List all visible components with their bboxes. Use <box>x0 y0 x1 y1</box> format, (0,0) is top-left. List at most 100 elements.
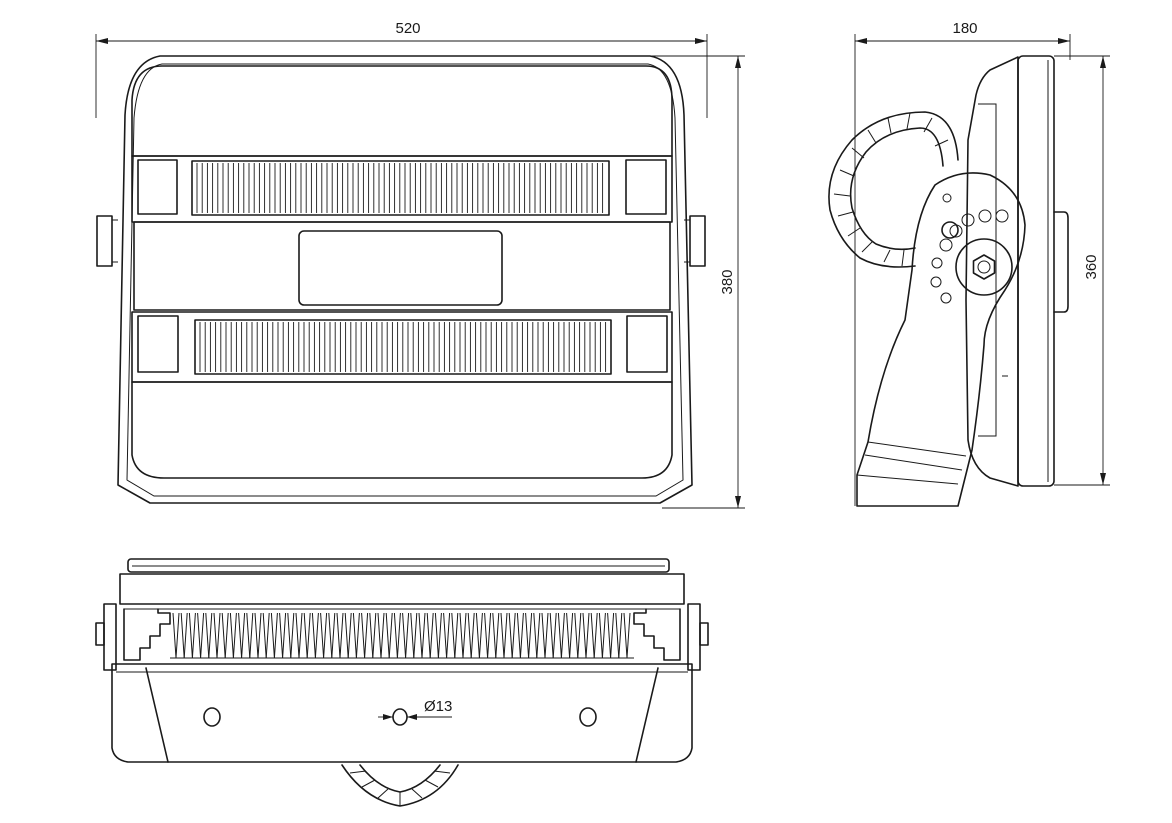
fin-line <box>388 612 393 659</box>
fin-line <box>402 612 407 659</box>
fin-line <box>290 612 295 659</box>
fin-line <box>208 612 213 659</box>
fin-line <box>446 612 451 659</box>
fin-line <box>287 612 292 659</box>
fin-line <box>352 612 357 659</box>
bottom-right-bracket <box>687 603 701 671</box>
fin-line <box>516 612 521 659</box>
fin-line <box>254 612 259 659</box>
fin-line <box>626 612 631 659</box>
fin-line <box>451 612 456 659</box>
fin-line <box>377 788 389 799</box>
fin-line <box>364 612 369 659</box>
fin-line <box>528 612 533 659</box>
fin-line <box>246 612 251 659</box>
fin-line <box>574 612 579 659</box>
fin-line <box>336 612 341 659</box>
fin-line <box>833 193 851 197</box>
bottom-view <box>95 558 709 807</box>
side-height-dimension: 360 <box>1054 55 1110 486</box>
fin-line <box>295 612 300 659</box>
fin-line <box>344 612 349 659</box>
front-height-label: 380 <box>719 269 736 294</box>
fin-line <box>459 612 464 659</box>
left-side-bracket <box>96 215 113 267</box>
fin-line <box>421 612 426 659</box>
bottom-frame-lip <box>119 573 685 605</box>
fin-line <box>934 139 949 147</box>
fin-line <box>508 612 513 659</box>
fin-line <box>372 612 377 659</box>
fin-line <box>511 612 516 659</box>
fin-line <box>552 612 557 659</box>
fin-line <box>377 612 382 659</box>
fin-line <box>593 612 598 659</box>
fin-line <box>601 612 606 659</box>
fin-line <box>191 612 196 659</box>
pivot-bolt-hex <box>972 254 996 280</box>
fin-line <box>618 612 623 659</box>
fin-line <box>475 612 480 659</box>
fin-line <box>426 612 431 659</box>
fin-line <box>582 612 587 659</box>
front-outer-body <box>117 55 693 504</box>
fin-line <box>577 612 582 659</box>
upper-fin-array <box>191 160 610 216</box>
fin-line <box>361 612 366 659</box>
bottom-cable-bands <box>349 770 451 806</box>
front-view <box>96 55 706 504</box>
side-rear-knob <box>1053 211 1069 313</box>
right-mount-hole <box>579 707 597 727</box>
lower-left-block <box>137 315 179 373</box>
fin-line <box>273 612 278 659</box>
fin-line <box>590 612 595 659</box>
fin-line <box>429 612 434 659</box>
fin-line <box>249 612 254 659</box>
lower-fin-array <box>194 319 612 375</box>
fin-line <box>175 612 180 659</box>
lower-heatsink-band <box>131 311 673 383</box>
fin-line <box>188 612 193 659</box>
fin-line <box>355 612 360 659</box>
fin-line <box>311 612 316 659</box>
side-depth-dimension: 180 <box>854 20 1071 506</box>
fin-line <box>541 612 546 659</box>
fin-line <box>901 249 905 267</box>
fin-line <box>405 612 410 659</box>
fin-line <box>413 612 418 659</box>
fin-line <box>224 612 229 659</box>
fin-line <box>598 612 603 659</box>
fin-line <box>380 612 385 659</box>
fin-line <box>839 169 855 177</box>
side-cable-inner <box>849 127 944 251</box>
fin-line <box>847 227 861 237</box>
fin-line <box>470 612 475 659</box>
fin-line <box>883 249 891 263</box>
mounting-bracket <box>856 172 1026 507</box>
side-back-housing <box>965 56 1019 487</box>
fin-line <box>525 612 530 659</box>
fin-line <box>369 612 374 659</box>
fin-line <box>467 612 472 659</box>
fin-line <box>197 612 202 659</box>
fin-line <box>837 211 854 217</box>
bottom-right-stepped-corner <box>633 608 681 661</box>
fin-line <box>533 612 538 659</box>
fin-line <box>331 612 336 659</box>
left-mount-hole <box>203 707 221 727</box>
fin-line <box>569 612 574 659</box>
upper-fins <box>196 163 604 213</box>
pivot-boss <box>955 238 1013 296</box>
fin-line <box>923 117 933 133</box>
fin-line <box>200 612 205 659</box>
fin-line <box>437 612 442 659</box>
fin-line <box>433 770 451 774</box>
bottom-top-lens <box>127 558 670 573</box>
fin-line <box>265 612 270 659</box>
fin-line <box>205 612 210 659</box>
fin-line <box>298 612 303 659</box>
upper-right-block <box>625 159 667 215</box>
fin-line <box>339 612 344 659</box>
side-front-glass <box>1017 55 1055 487</box>
fin-line <box>303 612 308 659</box>
